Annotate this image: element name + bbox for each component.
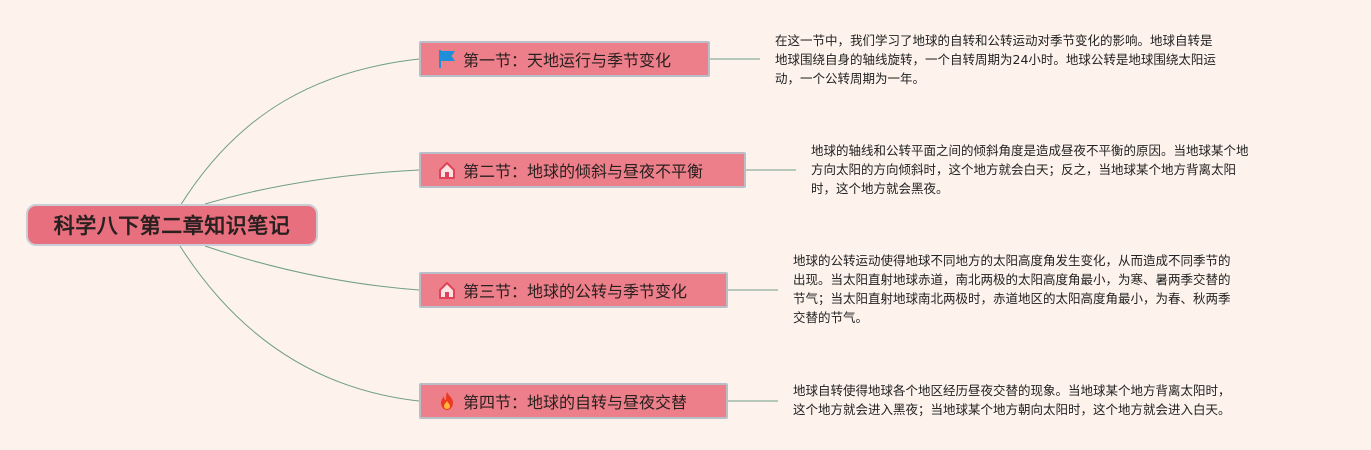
topic-2-label: 第二节：地球的倾斜与昼夜不平衡 bbox=[463, 162, 704, 181]
flag-icon bbox=[437, 49, 457, 69]
note-line: 地球围绕自身的轴线旋转，一个自转周期为24小时。地球公转是地球围绕太阳运 bbox=[775, 52, 1216, 67]
note-line: 地球的公转运动使得地球不同地方的太阳高度角发生变化，从而造成不同季节的 bbox=[793, 253, 1231, 268]
note-topic-1: 在这一节中，我们学习了地球的自转和公转运动对季节变化的影响。地球自转是 地球围绕… bbox=[775, 31, 1216, 88]
note-line: 节气；当太阳直射地球南北两极时，赤道地区的太阳高度角最小，为春、秋两季 bbox=[793, 291, 1231, 306]
fire-icon bbox=[437, 391, 457, 411]
house-icon bbox=[437, 160, 457, 180]
root-topic-label: 科学八下第二章知识笔记 bbox=[53, 214, 291, 238]
note-topic-2: 地球的轴线和公转平面之间的倾斜角度是造成昼夜不平衡的原因。当地球某个地 方向太阳… bbox=[811, 141, 1249, 198]
topic-3[interactable]: 第三节：地球的公转与季节变化 bbox=[419, 272, 728, 308]
note-line: 动，一个公转周期为一年。 bbox=[775, 71, 926, 86]
house-icon bbox=[437, 280, 457, 300]
connector-root-topic-1 bbox=[179, 58, 420, 207]
note-line: 这个地方就会进入黑夜；当地球某个地方朝向太阳时，这个地方就会进入白天。 bbox=[793, 402, 1231, 417]
note-line: 出现。当太阳直射地球赤道，南北两极的太阳高度角最小，为寒、暑两季交替的 bbox=[793, 272, 1231, 287]
root-topic[interactable]: 科学八下第二章知识笔记 bbox=[26, 204, 318, 246]
topic-4[interactable]: 第四节：地球的自转与昼夜交替 bbox=[419, 383, 728, 419]
topic-1[interactable]: 第一节：天地运行与季节变化 bbox=[419, 41, 710, 77]
note-line: 时，这个地方就会黑夜。 bbox=[811, 181, 949, 196]
note-topic-4: 地球自转使得地球各个地区经历昼夜交替的现象。当地球某个地方背离太阳时， 这个地方… bbox=[793, 381, 1231, 419]
topic-1-label: 第一节：天地运行与季节变化 bbox=[463, 51, 672, 70]
topic-2[interactable]: 第二节：地球的倾斜与昼夜不平衡 bbox=[419, 152, 746, 188]
note-line: 地球自转使得地球各个地区经历昼夜交替的现象。当地球某个地方背离太阳时， bbox=[793, 383, 1231, 398]
note-line: 交替的节气。 bbox=[793, 310, 869, 325]
connector-root-topic-2 bbox=[204, 169, 420, 205]
note-line: 方向太阳的方向倾斜时，这个地方就会白天；反之，当地球某个地方背离太阳 bbox=[811, 162, 1237, 177]
note-line: 在这一节中，我们学习了地球的自转和公转运动对季节变化的影响。地球自转是 bbox=[775, 33, 1213, 48]
connector-root-topic-3 bbox=[204, 245, 420, 291]
connector-root-topic-4 bbox=[179, 245, 420, 402]
topic-4-label: 第四节：地球的自转与昼夜交替 bbox=[463, 393, 688, 412]
topic-3-label: 第三节：地球的公转与季节变化 bbox=[463, 282, 688, 301]
note-line: 地球的轴线和公转平面之间的倾斜角度是造成昼夜不平衡的原因。当地球某个地 bbox=[811, 143, 1249, 158]
note-topic-3: 地球的公转运动使得地球不同地方的太阳高度角发生变化，从而造成不同季节的 出现。当… bbox=[793, 251, 1231, 327]
